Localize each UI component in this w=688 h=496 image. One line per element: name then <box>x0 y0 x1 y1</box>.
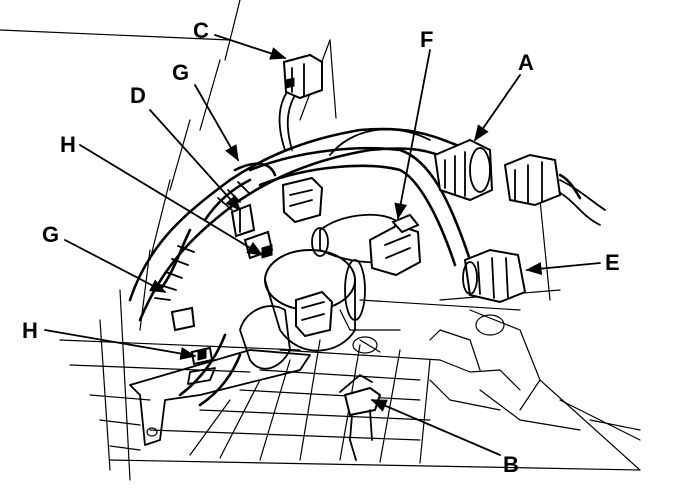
connector-e <box>462 248 527 304</box>
mount-bracket <box>129 349 311 446</box>
connector-upper-center <box>281 176 324 224</box>
label-g-lower: G <box>42 222 59 247</box>
label-f: F <box>420 27 433 52</box>
label-d: D <box>130 83 146 108</box>
label-a: A <box>518 50 534 75</box>
label-b: B <box>503 452 519 477</box>
connector-f <box>368 213 422 277</box>
label-e: E <box>605 250 620 275</box>
connector-a <box>433 138 582 207</box>
clip-g-lower <box>170 306 196 332</box>
label-h-lower: H <box>22 318 38 343</box>
connector-c <box>282 53 323 100</box>
clip-d <box>230 203 256 238</box>
clip-h-upper <box>243 230 274 260</box>
label-c: C <box>193 18 209 43</box>
leader-lines <box>44 34 601 456</box>
housing-grid <box>0 0 641 481</box>
label-g-upper: G <box>172 60 189 85</box>
callout-labels: C G D H F A E G H B <box>22 18 620 477</box>
label-h-upper: H <box>60 132 76 157</box>
connector-lower-center <box>295 290 334 338</box>
wire-harness <box>128 87 606 322</box>
clip-h-lower <box>190 346 214 366</box>
